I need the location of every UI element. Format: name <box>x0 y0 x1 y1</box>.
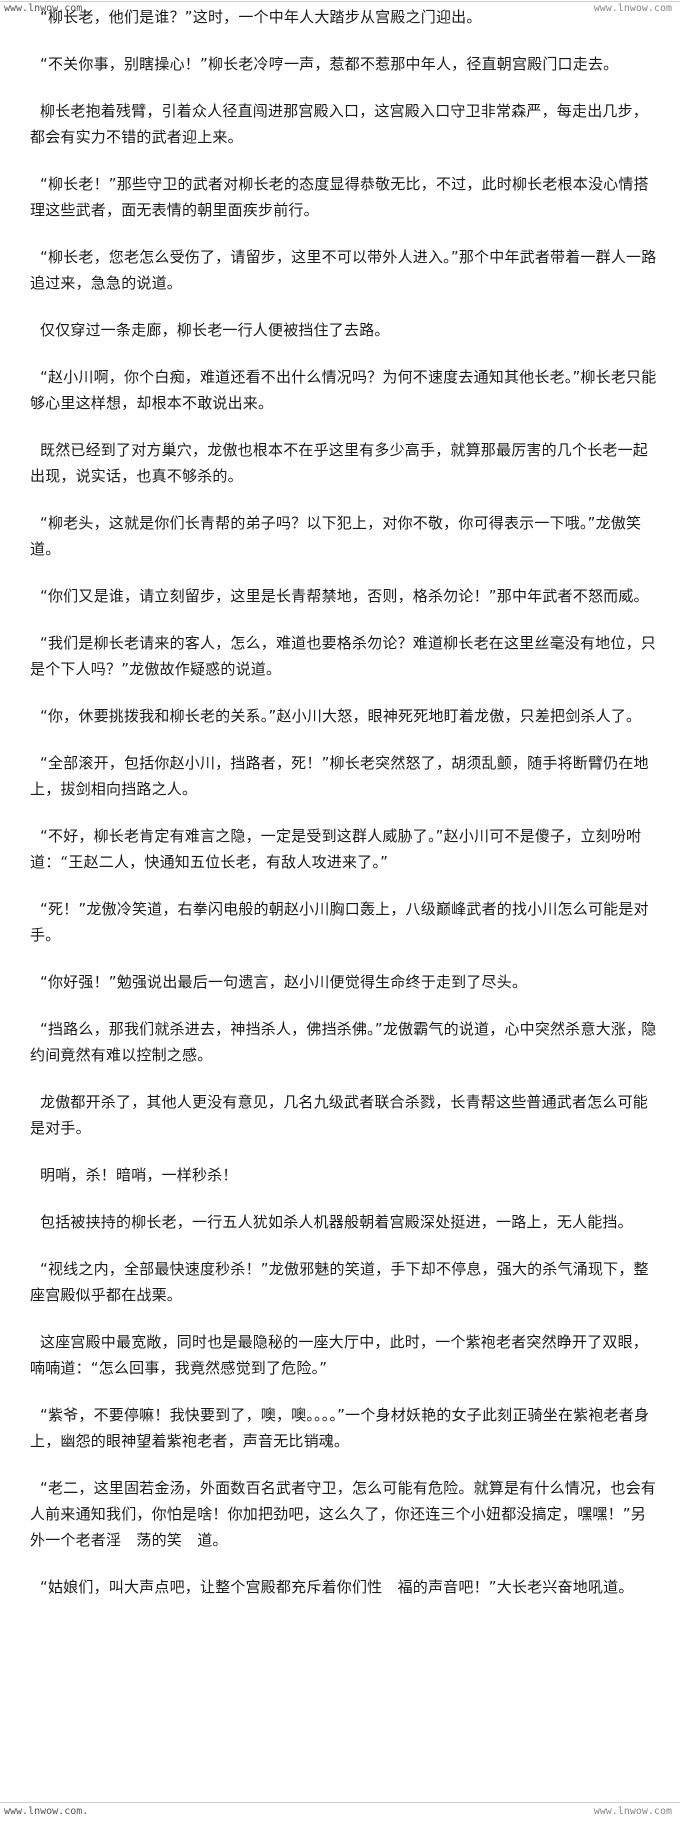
paragraph: “不关你事，别瞎操心！”柳长老冷哼一声，惹都不惹那中年人，径直朝宫殿门口走去。 <box>40 55 619 73</box>
paragraph: 既然已经到了对方巢穴，龙傲也根本不在乎这里有多少高手，就算那最厉害的几个长老一起… <box>30 441 649 485</box>
paragraph: “柳长老！”那些守卫的武者对柳长老的态度显得恭敬无比，不过，此时柳长老根本没心情… <box>30 175 649 219</box>
paragraph: “姑娘们，叫大声点吧，让整个宫殿都充斥着你们性 福的声音吧！”大长老兴奋地吼道。 <box>40 1578 634 1596</box>
paragraph: “我们是柳长老请来的客人，怎么，难道也要格杀勿论？难道柳长老在这里丝毫没有地位，… <box>30 634 656 678</box>
paragraph: 龙傲都开杀了，其他人更没有意见，几名九级武者联合杀戮，长青帮这些普通武者怎么可能… <box>30 1093 649 1137</box>
paragraph: “紫爷，不要停嘛！我快要到了，噢，噢。。。。”一个身材妖艳的女子此刻正骑坐在紫袍… <box>30 1406 650 1450</box>
paragraph: “死！”龙傲冷笑道，右拳闪电般的朝赵小川胸口轰上，八级巅峰武者的找小川怎么可能是… <box>30 900 649 944</box>
paragraph: 包括被挟持的柳长老，一行五人犹如杀人机器般朝着宫殿深处挺进，一路上，无人能挡。 <box>40 1213 633 1231</box>
paragraph: “柳长老，他们是谁？”这时，一个中年人大踏步从宫殿之门迎出。 <box>40 8 482 26</box>
watermark-bottom-right: www.lnwow.com <box>593 1806 672 1817</box>
watermark-top-left: www.lnwow.com. <box>4 3 89 14</box>
paragraph: 仅仅穿过一条走廊，柳长老一行人便被挡住了去路。 <box>40 321 390 339</box>
paragraph: “你好强！”勉强说出最后一句遗言，赵小川便觉得生命终于走到了尽头。 <box>40 973 528 991</box>
paragraph: 明哨，杀！暗哨，一样秒杀！ <box>40 1166 238 1184</box>
paragraph: “赵小川啊，你个白痴，难道还看不出什么情况吗？为何不速度去通知其他长老。”柳长老… <box>30 368 657 412</box>
paragraph: 这座宫殿中最宽敞，同时也是最隐秘的一座大厅中，此时，一个紫袍老者突然睁开了双眼，… <box>30 1333 649 1377</box>
paragraph: “你，休要挑拨我和柳长老的关系。”赵小川大怒，眼神死死地盯着龙傲，只差把剑杀人了… <box>40 707 642 725</box>
paragraph: “不好，柳长老肯定有难言之隐，一定是受到这群人威胁了。”赵小川可不是傻子，立刻吩… <box>30 827 642 871</box>
paragraph: 柳长老抱着残臂，引着众人径直闯进那宫殿入口，这宫殿入口守卫非常森严，每走出几步，… <box>30 102 649 146</box>
paragraph: “挡路么，那我们就杀进去，神挡杀人，佛挡杀佛。”龙傲霸气的说道，心中突然杀意大涨… <box>30 1020 657 1064</box>
bottom-divider <box>0 1802 680 1803</box>
watermark-top-right: www.lnwow.com <box>593 3 672 14</box>
paragraph: “你们又是谁，请立刻留步，这里是长青帮禁地，否则，格杀勿论！”那中年武者不怒而威… <box>40 587 649 605</box>
top-divider <box>0 1 680 2</box>
paragraph: “全部滚开，包括你赵小川，挡路者，死！”柳长老突然怒了，胡须乱颤，随手将断臂仍在… <box>30 754 649 798</box>
article-body: “柳长老，他们是谁？”这时，一个中年人大踏步从宫殿之门迎出。 “不关你事，别瞎操… <box>30 4 660 1621</box>
paragraph: “视线之内，全部最快速度秒杀！”龙傲邪魅的笑道，手下却不停息，强大的杀气涌现下，… <box>30 1260 649 1304</box>
paragraph: “柳老头，这就是你们长青帮的弟子吗？以下犯上，对你不敬，你可得表示一下哦。”龙傲… <box>30 514 642 558</box>
watermark-bottom-left: www.lnwow.com. <box>4 1806 89 1817</box>
paragraph: “柳长老，您老怎么受伤了，请留步，这里不可以带外人进入。”那个中年武者带着一群人… <box>30 248 657 292</box>
paragraph: “老二，这里固若金汤，外面数百名武者守卫，怎么可能有危险。就算是有什么情况，也会… <box>30 1479 656 1549</box>
